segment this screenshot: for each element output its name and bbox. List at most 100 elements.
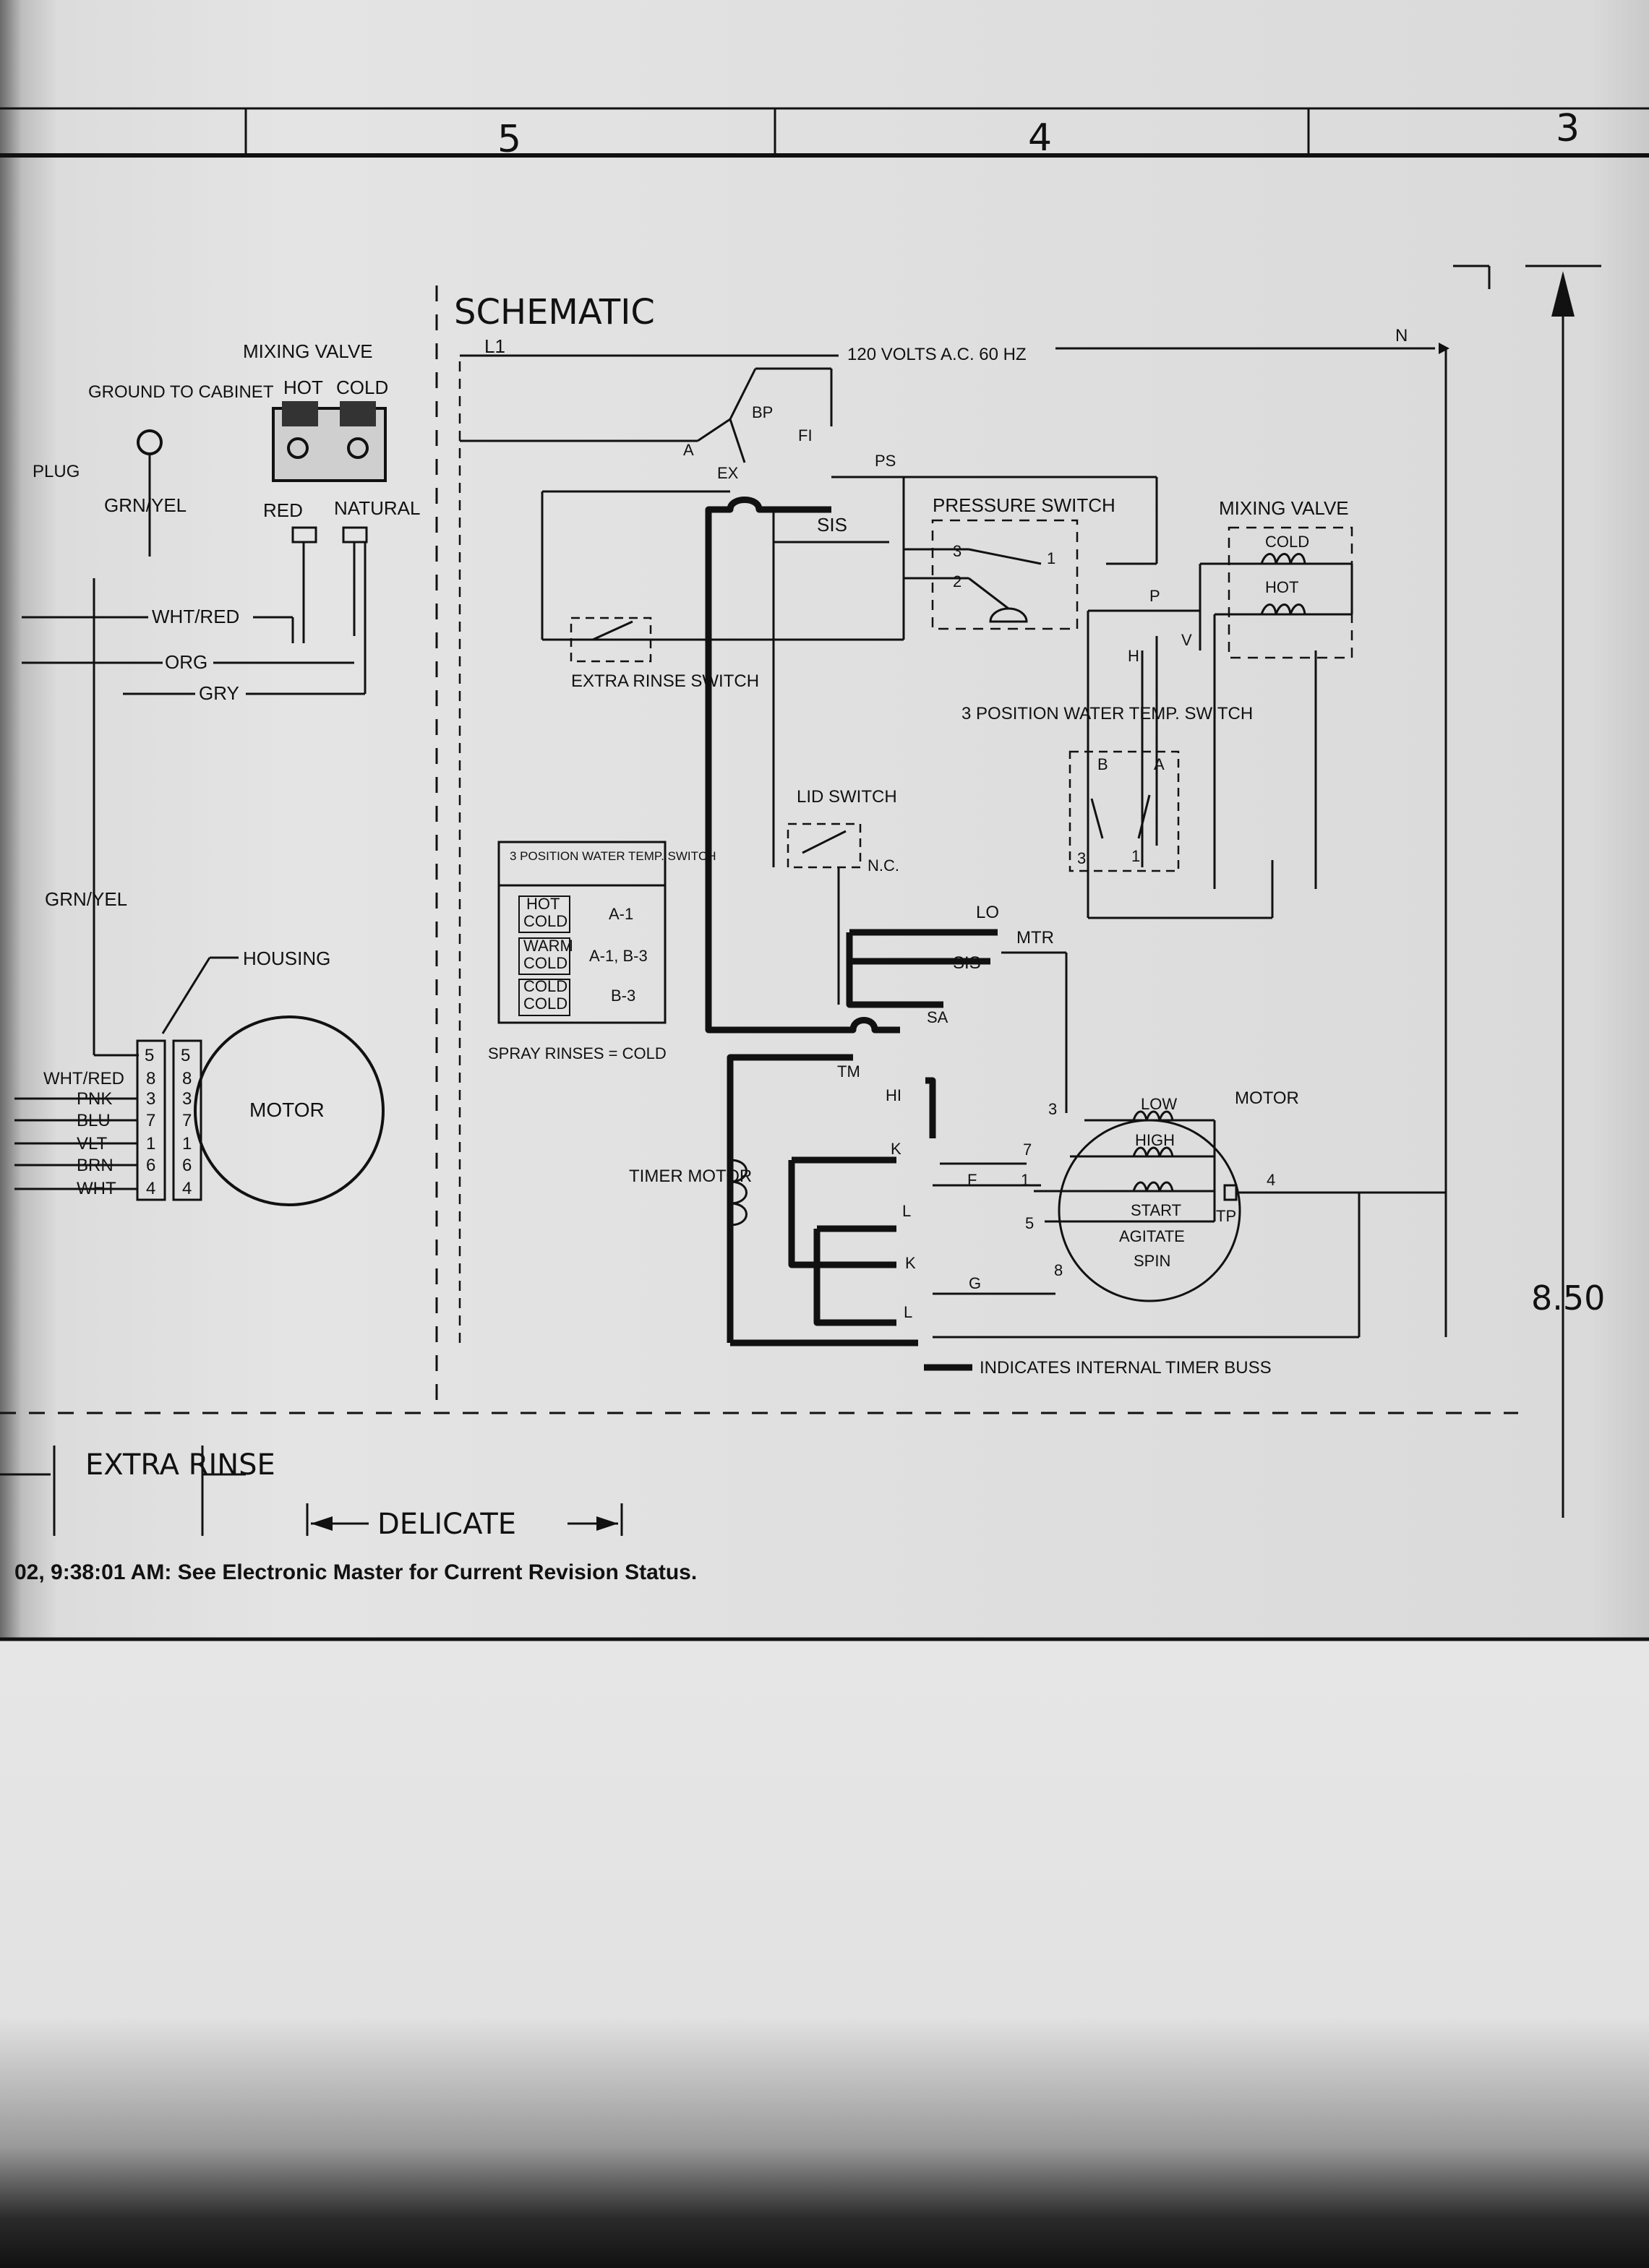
svg-text:SPIN: SPIN	[1134, 1252, 1170, 1270]
svg-text:5: 5	[145, 1046, 154, 1065]
svg-text:SIS: SIS	[953, 953, 981, 973]
timer-contacts-top: A BP FI EX PS	[460, 367, 1158, 641]
svg-text:3 POSITION WATER TEMP. SWITCH: 3 POSITION WATER TEMP. SWITCH	[510, 849, 716, 863]
left-wiring-panel: MIXING VALVE HOT COLD GROUND TO CABINET …	[14, 340, 420, 1206]
svg-text:H: H	[1128, 647, 1139, 665]
svg-text:EXTRA RINSE SWITCH: EXTRA RINSE SWITCH	[571, 671, 759, 691]
svg-text:7: 7	[1023, 1141, 1032, 1159]
svg-text:3: 3	[1077, 849, 1086, 867]
water-temp-table: 3 POSITION WATER TEMP. SWITCH HOT COLD A…	[488, 841, 716, 1062]
revision-footer: 02, 9:38:01 AM: See Electronic Master fo…	[14, 1560, 697, 1584]
svg-text:PRESSURE SWITCH: PRESSURE SWITCH	[933, 494, 1115, 516]
svg-text:3: 3	[182, 1089, 192, 1109]
svg-text:A-1, B-3: A-1, B-3	[589, 947, 648, 965]
svg-text:V: V	[1181, 631, 1192, 649]
svg-text:RED: RED	[263, 499, 303, 521]
svg-text:A: A	[1154, 755, 1165, 773]
motor-schematic: MOTOR LOW HIGH START AGITATE SPIN 3 7 1 …	[933, 1088, 1446, 1339]
svg-text:SIS: SIS	[817, 514, 847, 536]
supply-line: L1 N 120 VOLTS A.C. 60 HZ	[460, 326, 1449, 1337]
timer-switches: LO MTR SIS SA TM HI K L K G L F	[837, 903, 1068, 1321]
svg-text:MIXING VALVE: MIXING VALVE	[243, 340, 373, 362]
schematic-title: SCHEMATIC	[454, 292, 655, 332]
svg-text:BP: BP	[752, 403, 773, 421]
svg-text:COLD: COLD	[1265, 533, 1309, 551]
svg-text:INDICATES INTERNAL TIMER BUSS: INDICATES INTERNAL TIMER BUSS	[980, 1358, 1272, 1378]
svg-text:SPRAY RINSES = COLD: SPRAY RINSES = COLD	[488, 1044, 667, 1062]
svg-text:LO: LO	[976, 903, 999, 922]
svg-text:N.C.: N.C.	[868, 856, 899, 875]
svg-text:MOTOR: MOTOR	[249, 1099, 325, 1121]
svg-text:PS: PS	[875, 452, 896, 470]
svg-text:TIMER MOTOR: TIMER MOTOR	[629, 1167, 752, 1186]
svg-text:4: 4	[146, 1179, 155, 1198]
svg-text:6: 6	[182, 1156, 192, 1175]
svg-text:K: K	[905, 1254, 916, 1272]
svg-text:G: G	[969, 1274, 981, 1292]
zone-5: 5	[497, 118, 521, 161]
svg-text:HOT: HOT	[526, 895, 560, 913]
pressure-switch: PRESSURE SWITCH 3 2 1	[904, 494, 1115, 630]
svg-text:8: 8	[146, 1069, 155, 1088]
svg-text:MIXING VALVE: MIXING VALVE	[1219, 497, 1349, 519]
svg-text:COLD: COLD	[523, 912, 567, 930]
blank-page-area	[0, 1641, 1649, 2268]
svg-text:1: 1	[146, 1134, 155, 1154]
svg-text:7: 7	[146, 1111, 155, 1130]
svg-text:GRY: GRY	[199, 682, 239, 704]
svg-text:COLD: COLD	[523, 995, 567, 1013]
svg-text:EX: EX	[717, 464, 739, 482]
scanned-drawing-sheet	[0, 0, 1649, 1641]
svg-text:MOTOR: MOTOR	[1235, 1088, 1299, 1108]
cycle-labels: EXTRA RINSE DELICATE	[0, 1446, 623, 1541]
svg-text:3: 3	[953, 542, 961, 560]
lid-switch: LID SWITCH N.C.	[787, 787, 899, 1005]
svg-text:NATURAL: NATURAL	[334, 497, 420, 519]
zone-ruler: 5 4 3	[0, 107, 1649, 161]
svg-text:5: 5	[1025, 1214, 1034, 1232]
svg-text:3 POSITION WATER TEMP. SWITCH: 3 POSITION WATER TEMP. SWITCH	[961, 704, 1253, 723]
svg-text:LID SWITCH: LID SWITCH	[797, 787, 897, 807]
svg-text:GRN/YEL: GRN/YEL	[45, 888, 127, 910]
svg-text:DELICATE: DELICATE	[377, 1508, 516, 1541]
svg-text:HI: HI	[886, 1086, 901, 1104]
mixing-valve-schematic: MIXING VALVE COLD HOT	[1199, 497, 1353, 889]
l1-label: L1	[484, 335, 505, 357]
svg-text:1: 1	[1131, 847, 1140, 865]
svg-text:FI: FI	[798, 426, 813, 444]
svg-text:7: 7	[182, 1111, 192, 1130]
svg-text:COLD: COLD	[523, 954, 567, 972]
svg-text:1: 1	[1021, 1171, 1029, 1189]
svg-text:HOT: HOT	[283, 377, 323, 398]
timer-motor: TIMER MOTOR	[629, 1159, 752, 1227]
svg-text:PLUG: PLUG	[33, 462, 80, 481]
svg-text:8: 8	[1054, 1261, 1063, 1279]
svg-text:WHT/RED: WHT/RED	[152, 606, 239, 627]
svg-text:HIGH: HIGH	[1135, 1131, 1175, 1149]
svg-text:A-1: A-1	[609, 905, 633, 923]
dimension-marker: 8.50	[1453, 265, 1605, 1518]
svg-text:GRN/YEL: GRN/YEL	[104, 494, 187, 516]
svg-text:L: L	[902, 1202, 911, 1220]
svg-text:8: 8	[182, 1069, 192, 1088]
svg-text:WHT/RED: WHT/RED	[43, 1069, 124, 1088]
svg-text:3: 3	[1048, 1100, 1057, 1118]
svg-text:SA: SA	[927, 1008, 948, 1026]
svg-text:3: 3	[146, 1089, 155, 1109]
svg-text:HOT: HOT	[1265, 578, 1298, 596]
svg-text:MTR: MTR	[1016, 928, 1054, 948]
dimension-value: 8.50	[1531, 1279, 1605, 1318]
svg-text:COLD: COLD	[523, 977, 567, 995]
zone-4: 4	[1028, 116, 1052, 160]
svg-text:1: 1	[1047, 549, 1055, 567]
svg-text:WARM: WARM	[523, 937, 573, 955]
water-temp-switch: P H V 3 POSITION WATER TEMP. SWITCH B A …	[961, 587, 1317, 919]
svg-text:START: START	[1131, 1201, 1181, 1219]
svg-text:L: L	[904, 1303, 912, 1321]
svg-text:AGITATE: AGITATE	[1119, 1227, 1185, 1245]
voltage-label: 120 VOLTS A.C. 60 HZ	[847, 345, 1027, 364]
legend: INDICATES INTERNAL TIMER BUSS	[924, 1358, 1272, 1378]
svg-text:HOUSING: HOUSING	[243, 948, 330, 969]
svg-text:COLD: COLD	[336, 377, 388, 398]
